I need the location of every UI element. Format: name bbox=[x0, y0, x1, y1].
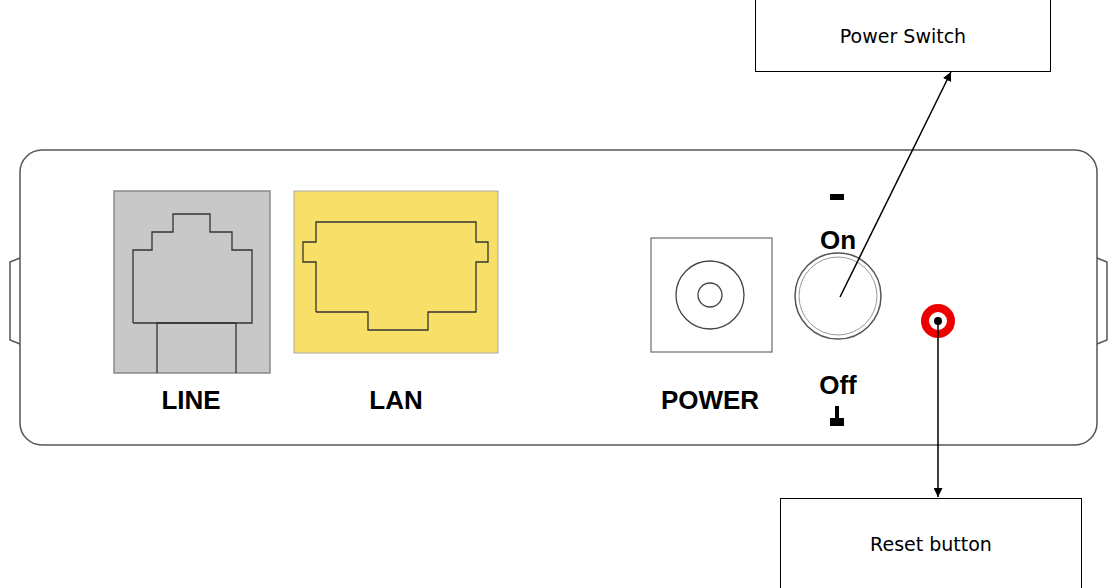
power-switch bbox=[795, 253, 881, 339]
callout-text: Reset button bbox=[870, 533, 992, 555]
power-jack-pin bbox=[698, 283, 722, 307]
leader-arrow bbox=[840, 72, 951, 297]
power-switch-rim bbox=[799, 257, 877, 335]
line-jack-clip bbox=[157, 323, 236, 373]
lan-jack bbox=[294, 191, 498, 353]
line-jack bbox=[114, 191, 270, 373]
on-bar bbox=[830, 194, 844, 200]
off-bar bbox=[830, 418, 844, 426]
port-label: LINE bbox=[161, 387, 220, 413]
callout-box: Power Switch bbox=[755, 0, 1051, 72]
callout-text: Power Switch bbox=[840, 25, 966, 47]
power-jack bbox=[651, 238, 772, 352]
lan-jack-socket bbox=[303, 222, 488, 330]
port-label: POWER bbox=[661, 387, 759, 413]
side-tab bbox=[1097, 258, 1107, 344]
callout-box: Reset button bbox=[780, 498, 1082, 588]
leader-arrow bbox=[937, 321, 939, 497]
side-tab bbox=[10, 258, 20, 344]
line-jack-socket bbox=[133, 214, 252, 323]
power-jack-ring bbox=[676, 261, 744, 329]
panel-housing bbox=[20, 150, 1097, 445]
port-label: On bbox=[820, 227, 856, 253]
port-label: LAN bbox=[369, 387, 422, 413]
port-label: Off bbox=[819, 372, 857, 398]
off-bar-stem bbox=[835, 406, 839, 418]
